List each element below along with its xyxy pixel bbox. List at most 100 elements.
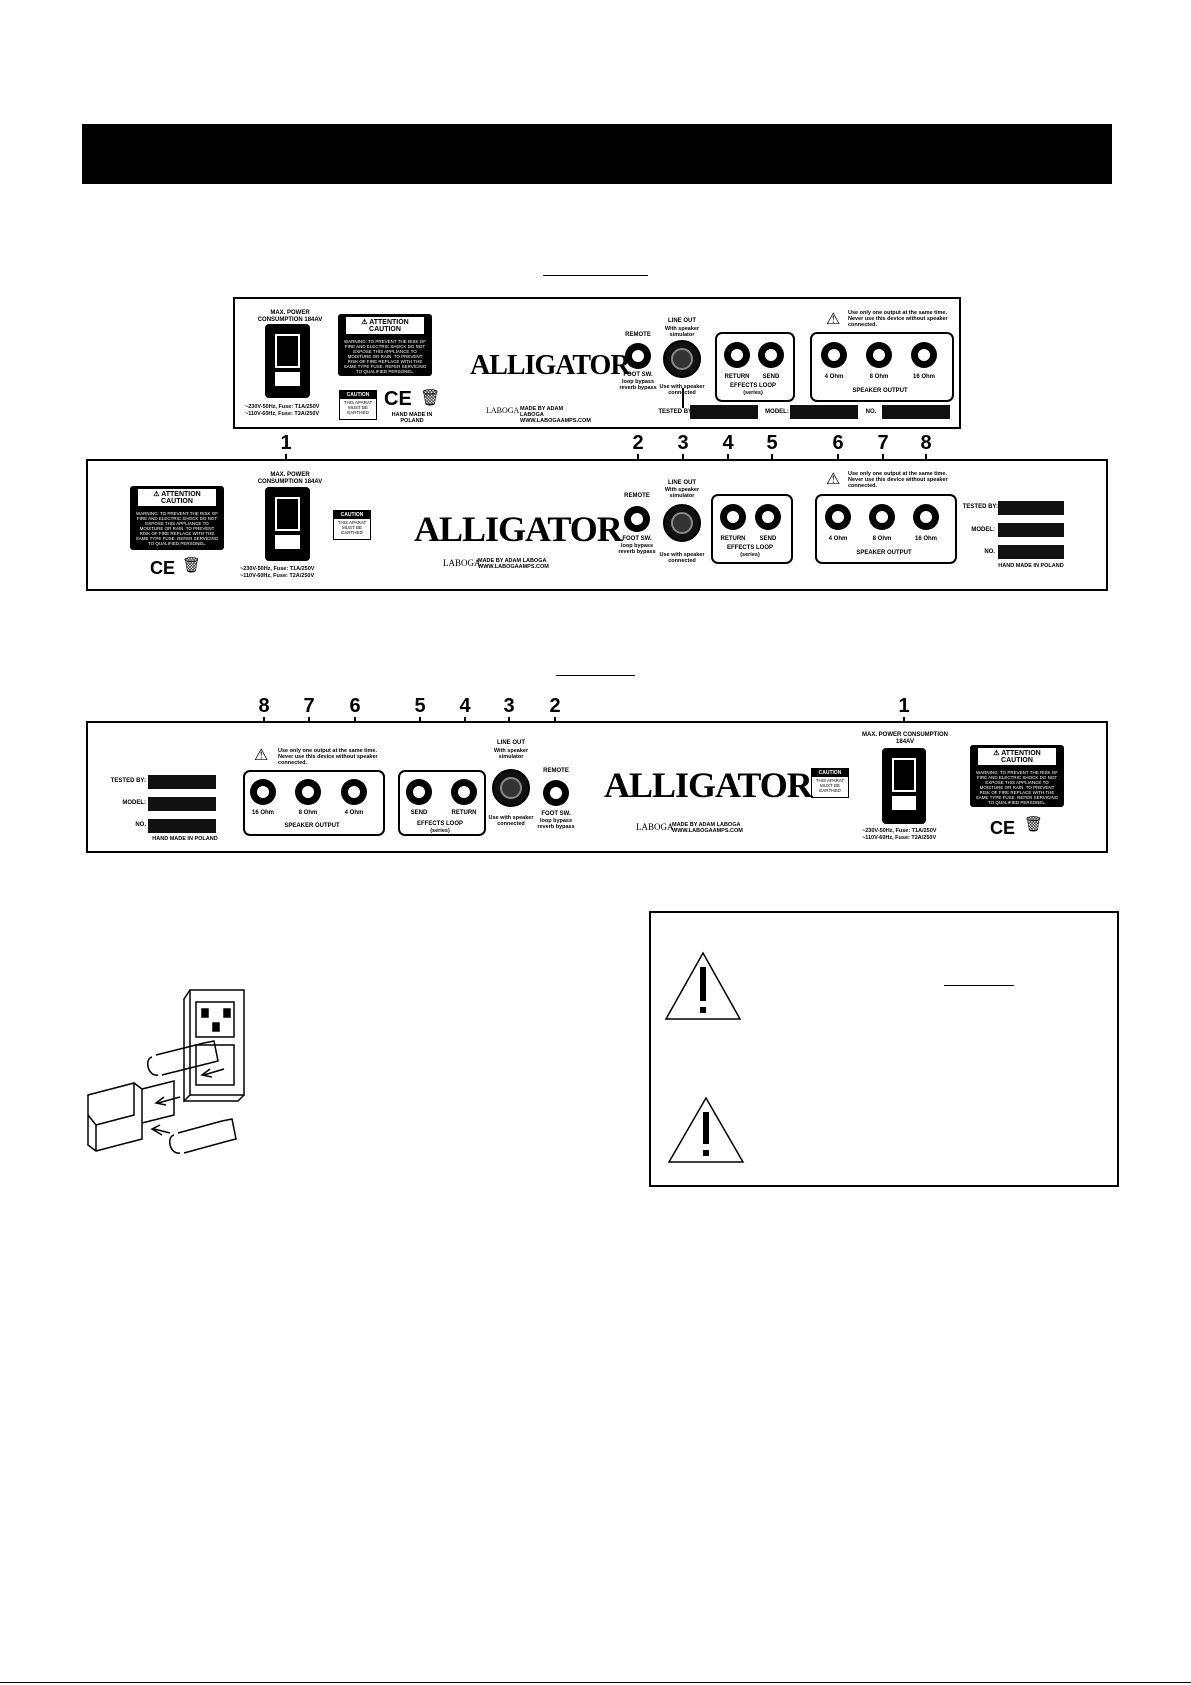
line-out-label: LINE OUT [668, 318, 696, 324]
callout-number: 2 [632, 432, 644, 454]
foot-sw-label: FOOT SW. [623, 372, 653, 378]
ce-mark-icon: CE [990, 818, 1016, 838]
fx-send-jack[interactable] [755, 504, 781, 530]
laboga-logo: LABOGA [443, 558, 481, 568]
speaker-16ohm-jack[interactable] [913, 504, 939, 530]
caution-text: CAUTION [369, 326, 401, 333]
max-power-label: MAX. POWER CONSUMPTION 184AV [257, 310, 323, 323]
hand-made-label: HAND MADE IN POLAND [152, 836, 218, 842]
fx-return-label: RETURN [724, 374, 750, 380]
effects-loop-label: EFFECTS LOOP [726, 545, 773, 551]
remote-jack[interactable] [624, 506, 650, 532]
speaker-4ohm-jack[interactable] [821, 342, 847, 368]
caution-label-heading: CAUTION [340, 391, 376, 399]
caution-label-heading: CAUTION [812, 769, 848, 777]
remote-jack[interactable] [625, 343, 651, 369]
alligator-logo: ALLIGATOR [604, 765, 813, 805]
ohm4-label: 4 Ohm [824, 374, 844, 380]
speaker-output-label: SPEAKER OUTPUT [856, 550, 912, 556]
ohm16-label: 16 Ohm [914, 536, 937, 542]
series-label: (series) [430, 828, 450, 834]
subheading-underline [556, 675, 635, 676]
alligator-logo: ALLIGATOR [470, 350, 631, 381]
warning-text: WARNING: TO PREVENT THE RISK OF FIRE AND… [135, 511, 219, 546]
model-field [148, 797, 216, 811]
remote-label: REMOTE [625, 332, 651, 338]
callout-number: 6 [832, 432, 844, 454]
speaker-output-group [815, 494, 957, 564]
fx-send-jack[interactable] [758, 342, 784, 368]
callout-number: 7 [877, 432, 889, 454]
max-power-label: MAX. POWER CONSUMPTION 184AV [862, 732, 949, 745]
line-out-sub-label: With speaker simulator [664, 326, 700, 338]
fx-send-jack[interactable] [406, 779, 432, 805]
laboga-logo: LABOGA [636, 822, 674, 832]
ohm8-label: 8 Ohm [298, 810, 318, 816]
speaker-note-label: Use only one output at the same time. Ne… [848, 310, 948, 328]
fx-send-label: SEND [410, 810, 428, 816]
earthed-text: THIS APARAT MUST BE EARTHED [343, 400, 373, 415]
callout-leader-line [682, 388, 684, 408]
fx-return-jack[interactable] [451, 779, 477, 805]
power-inlet[interactable] [265, 324, 310, 398]
earthed-text: THIS APARAT MUST BE EARTHED [815, 778, 845, 793]
loop-bypass-label: loop bypass reverb bypass [537, 818, 575, 830]
fuse-230-label: ~230V-50Hz, Fuse: T1A/250V [240, 566, 315, 572]
made-by-label: MADE BY ADAM LABOGA WWW.LABOGAAMPS.COM [672, 822, 743, 834]
speaker-8ohm-jack[interactable] [295, 779, 321, 805]
fuse-110-label: ~110V-60Hz, Fuse: T2A/250V [240, 573, 315, 579]
speaker-16ohm-jack[interactable] [250, 779, 276, 805]
speaker-4ohm-jack[interactable] [825, 504, 851, 530]
speaker-output-label: SPEAKER OUTPUT [284, 823, 340, 829]
earthed-caution-label: CAUTION THIS APARAT MUST BE EARTHED [811, 768, 849, 798]
effects-loop-group [711, 494, 793, 564]
power-inlet[interactable] [265, 487, 310, 561]
callout-number: 4 [459, 695, 471, 717]
weee-bin-icon: 🗑 [182, 557, 202, 574]
attention-text: ATTENTION [1001, 750, 1041, 757]
caution-text: CAUTION [1001, 757, 1033, 764]
speaker-note-label: Use only one output at the same time. Ne… [278, 748, 378, 766]
line-out-xlr[interactable] [663, 340, 701, 378]
tested-by-label: TESTED BY: [110, 778, 146, 784]
line-out-xlr[interactable] [492, 769, 530, 807]
ohm4-label: 4 Ohm [828, 536, 848, 542]
remote-jack[interactable] [543, 780, 569, 806]
made-by-label: MADE BY ADAM LABOGA WWW.LABOGAAMPS.COM [478, 558, 549, 570]
callout-number: 7 [303, 695, 315, 717]
model-label: MODEL: [765, 409, 789, 415]
fx-return-label: RETURN [451, 810, 477, 816]
fx-return-jack[interactable] [720, 504, 746, 530]
speaker-4ohm-jack[interactable] [341, 779, 367, 805]
effects-loop-group [398, 770, 486, 836]
fuse-230-label: ~230V-50Hz, Fuse: T1A/250V [862, 828, 937, 834]
no-label: NO. [984, 549, 995, 555]
line-out-xlr[interactable] [663, 504, 701, 542]
fuse-110-label: ~110V-60Hz, Fuse: T2A/250V [245, 411, 320, 417]
callout-number: 5 [414, 695, 426, 717]
no-label: NO. [135, 822, 146, 828]
earthed-caution-label: CAUTION THIS APARAT MUST BE EARTHED [339, 390, 377, 420]
fuse-110-label: ~110V-60Hz, Fuse: T2A/250V [862, 835, 937, 841]
power-inlet[interactable] [882, 748, 926, 824]
series-label: (series) [740, 552, 760, 558]
use-with-speaker-label: Use with speaker connected [659, 552, 705, 564]
earthed-text: THIS APARAT MUST BE EARTHED [337, 520, 367, 535]
speaker-output-label: SPEAKER OUTPUT [852, 388, 908, 394]
earthed-caution-label: CAUTION THIS APARAT MUST BE EARTHED [333, 510, 371, 540]
warning-triangle-icon [667, 1096, 745, 1163]
weee-bin-icon: 🗑 [420, 390, 441, 407]
fx-send-label: SEND [762, 374, 780, 380]
fuse-230-label: ~230V-50Hz, Fuse: T1A/250V [245, 404, 320, 410]
fx-return-jack[interactable] [724, 342, 750, 368]
speaker-8ohm-jack[interactable] [869, 504, 895, 530]
speaker-8ohm-jack[interactable] [866, 342, 892, 368]
ohm16-label: 16 Ohm [912, 374, 935, 380]
speaker-16ohm-jack[interactable] [911, 342, 937, 368]
warning-triangle-icon: ⚠ [826, 471, 841, 488]
use-with-speaker-label: Use with speaker connected [659, 384, 705, 396]
laboga-logo: LABOGA [486, 406, 520, 415]
